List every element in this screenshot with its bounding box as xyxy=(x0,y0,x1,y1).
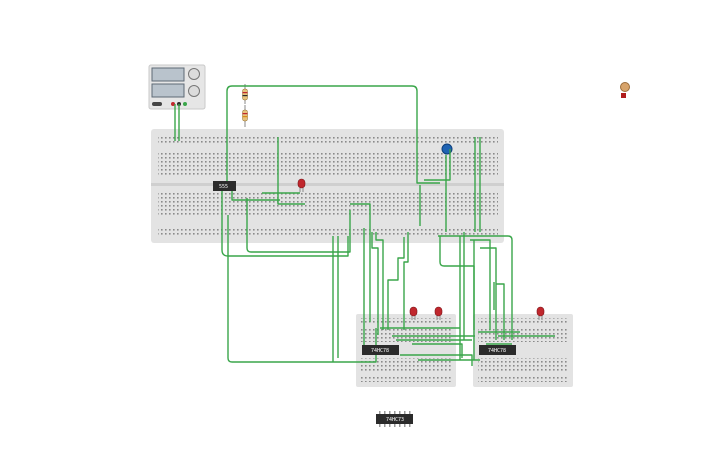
timer-555-chip[interactable]: 555 xyxy=(213,181,236,191)
chip-label: 74HC78 xyxy=(371,348,389,354)
wires xyxy=(174,85,555,366)
led-red-main[interactable] xyxy=(297,178,306,192)
counter-chip-1[interactable]: 74HC78 xyxy=(362,345,399,355)
chip-label: 555 xyxy=(219,184,228,190)
chip-label: 74HC78 xyxy=(488,348,506,354)
power-supply-icon[interactable] xyxy=(148,64,206,110)
resistor-icon[interactable] xyxy=(242,105,248,127)
main-breadboard[interactable] xyxy=(151,129,504,243)
led-red-board1-a[interactable] xyxy=(409,306,418,320)
spare-chip[interactable]: 74HC73 xyxy=(376,411,413,427)
chip-label: 74HC73 xyxy=(386,417,404,423)
counter-chip-2[interactable]: 74HC78 xyxy=(479,345,516,355)
breadboard-left[interactable] xyxy=(356,314,456,387)
led-red-board1-b[interactable] xyxy=(434,306,443,320)
led-red-board2[interactable] xyxy=(536,306,545,320)
resistor-icon[interactable] xyxy=(242,84,248,104)
photoresistor-icon[interactable] xyxy=(620,82,630,99)
